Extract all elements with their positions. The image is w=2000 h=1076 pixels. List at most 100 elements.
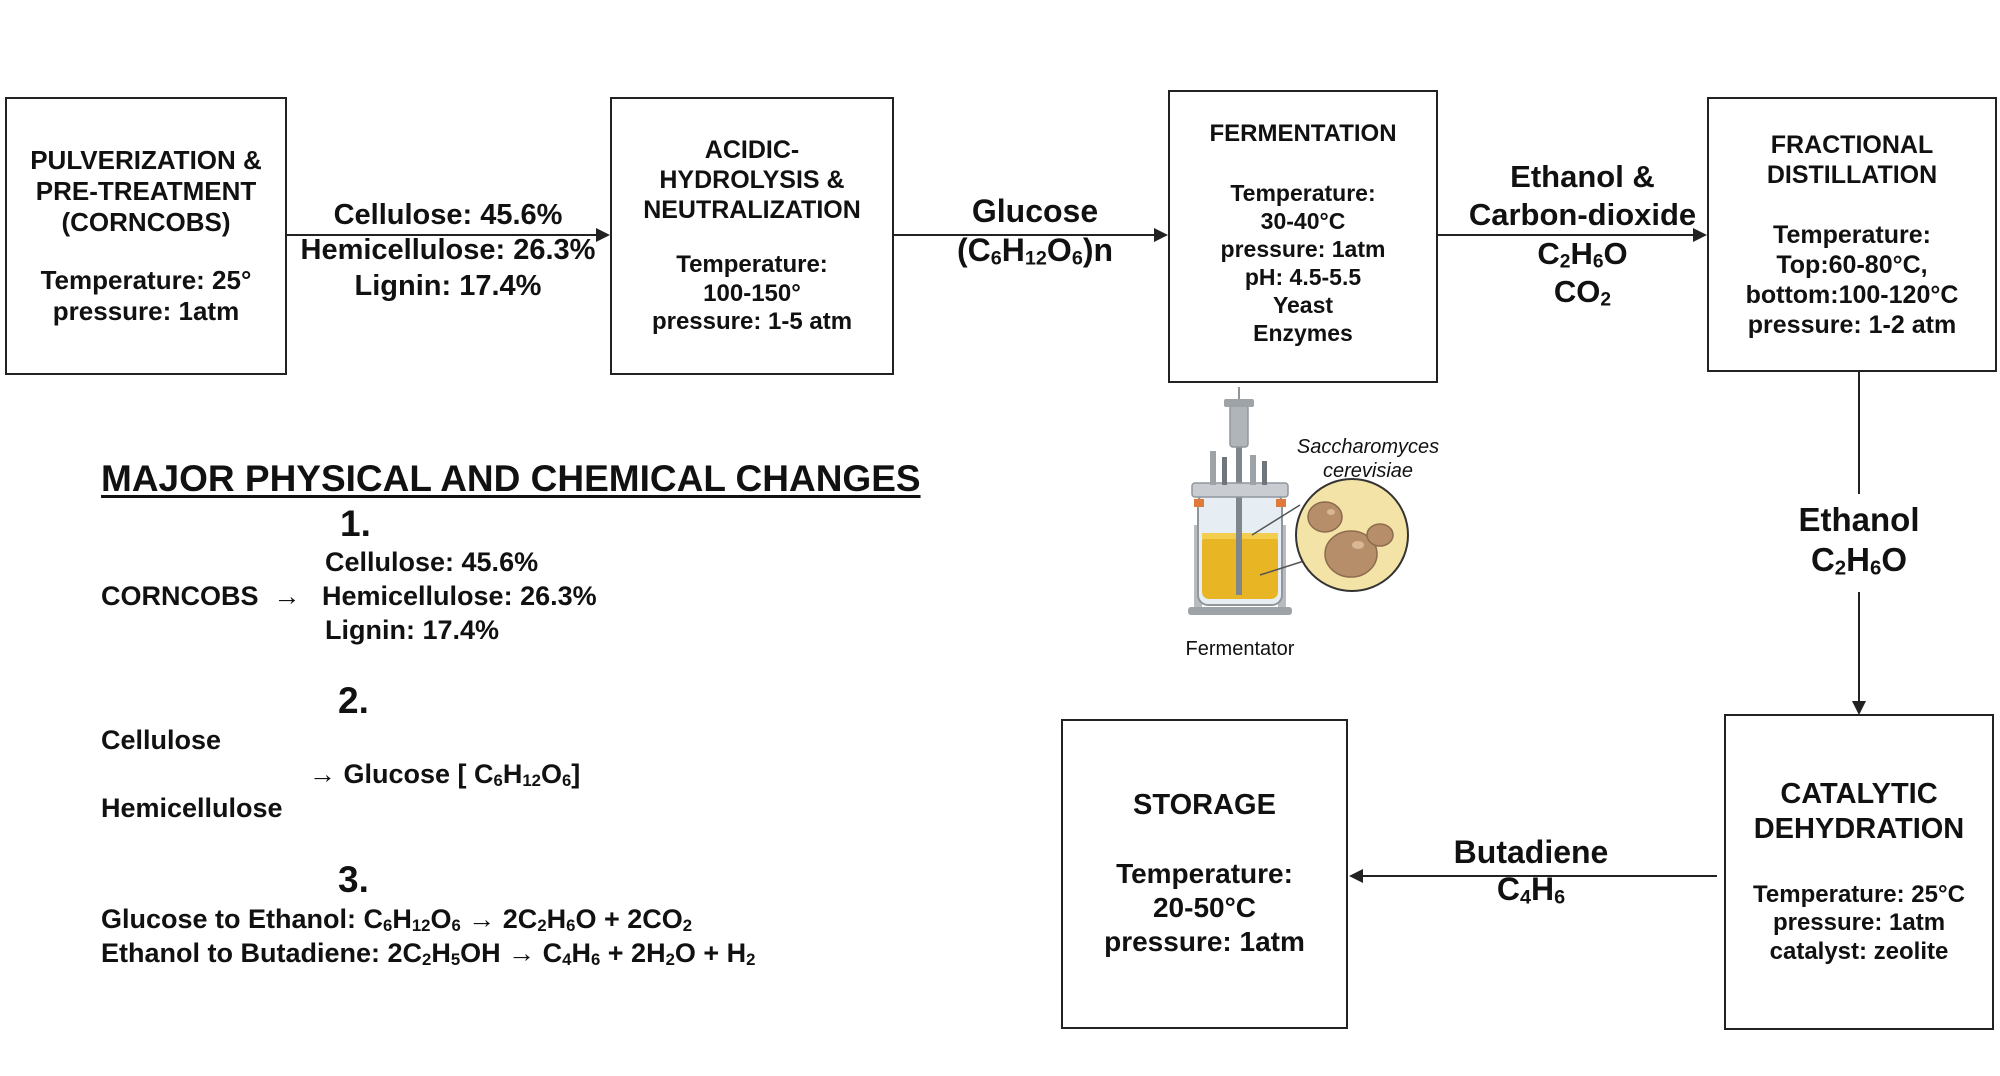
title-line: DISTILLATION [1766,160,1938,189]
label-formula: C2H6O [1810,541,1908,580]
box-fermentation-title: FERMENTATION [1209,120,1396,149]
fermentator-shaft [1236,445,1242,595]
box-hydrolysis-title: ACIDIC- HYDROLYSIS & NEUTRALIZATION [643,135,861,225]
prop-line: Temperature: [1116,858,1293,890]
box-distillation: FRACTIONAL DISTILLATION Temperature: Top… [1707,97,1997,372]
step-2-input: Hemicellulose [101,793,283,823]
magnifier-line [1259,560,1305,576]
box-pulverization-title: PULVERIZATION & PRE-TREATMENT (CORNCOBS) [30,145,262,239]
prop-line: Temperature: [676,250,828,278]
box-hydrolysis: ACIDIC- HYDROLYSIS & NEUTRALIZATION Temp… [610,97,894,375]
prop-line: Enzymes [1253,320,1353,347]
arrow-label-composition: Cellulose: 45.6% Hemicellulose: 26.3% Li… [290,198,606,304]
step-3-equation: Glucose to Ethanol: C6H12O6 → 2C2H6O + 2… [101,904,693,935]
label-line: Lignin: 17.4% [354,269,542,302]
title-line: NEUTRALIZATION [643,195,861,224]
prop-line: pressure: 1atm [1220,235,1386,262]
arrow-pulverization-to-hydrolysis [287,234,597,236]
yeast-cell [1366,523,1394,547]
step-2-product: → Glucose [ C6H12O6] [309,759,581,790]
fermentator-probe [1250,455,1256,485]
arrowhead-left-icon [1349,869,1363,883]
prop-line: 30-40°C [1260,207,1346,234]
arrow-distillation-to-dehydration-bottom [1858,592,1860,702]
prop-line: pressure: 1atm [1772,909,1946,937]
arrow-label-ethanol: Ethanol C2H6O [1759,500,1959,581]
fermentator-illustration [1188,387,1409,615]
product-line: Hemicellulose: 26.3% [322,580,597,611]
title-line: DEHYDRATION [1753,812,1965,845]
label-line: Ethanol & [1510,159,1655,194]
label-line: Hemicellulose: 26.3% [300,234,596,267]
box-fermentation-props: Temperature: 30-40°C pressure: 1atm pH: … [1221,179,1386,347]
box-storage-title: STORAGE [1133,788,1276,823]
organism-label: Saccharomyces cerevisiae [1268,435,1468,483]
prop-line: Temperature: [1773,220,1931,249]
title-line: FRACTIONAL [1770,130,1934,159]
prop-line: catalyst: zeolite [1769,938,1949,966]
label-formula: C4H6 [1496,870,1566,909]
yeast-cell [1307,501,1343,533]
prop-line: pressure: 1atm [1104,926,1305,958]
product-line: Cellulose: 45.6% [325,547,539,577]
label-line: Carbon-dioxide [1468,197,1697,233]
box-dehydration-title: CATALYTIC DEHYDRATION [1754,777,1965,847]
prop-line: pH: 4.5-5.5 [1244,263,1362,290]
arrowhead-down-icon [1852,701,1866,715]
prop-line: pressure: 1-2 atm [1747,310,1957,339]
magnifier-line [1251,504,1301,536]
arrow-dehydration-to-storage [1362,875,1717,877]
organism-line: Saccharomyces [1296,436,1440,458]
box-distillation-props: Temperature: Top:60-80°C, bottom:100-120… [1746,220,1959,340]
step-1-source: CORNCOBS → [101,581,301,611]
box-fermentation: FERMENTATION Temperature: 30-40°C pressu… [1168,90,1438,383]
fermentator-probe [1222,457,1227,485]
label-line: Cellulose: 45.6% [333,199,563,231]
prop-line: Yeast [1272,291,1334,318]
arrow-label-glucose: Glucose (C6H12O6)n [930,192,1140,270]
title-line: CATALYTIC [1780,778,1938,810]
yeast-cell-spot [1327,509,1335,515]
fermentator-probe [1210,451,1216,485]
box-pulverization: PULVERIZATION & PRE-TREATMENT (CORNCOBS)… [5,97,287,375]
prop-line: pressure: 1atm [52,295,240,326]
fermentator-caption: Fermentator [1185,638,1295,660]
arrow-distillation-to-dehydration-top [1858,372,1860,494]
changes-title: MAJOR PHYSICAL AND CHEMICAL CHANGES [101,458,921,499]
step-3-number: 3. [338,859,369,900]
title-line: FERMENTATION [1209,120,1397,147]
fermentator-probe [1262,461,1267,485]
box-dehydration: CATALYTIC DEHYDRATION Temperature: 25°C … [1724,714,1994,1030]
prop-line: Temperature: 25°C [1753,880,1965,908]
label-formula: C2H6O [1537,235,1628,273]
prop-line: bottom:100-120°C [1745,280,1959,309]
prop-line: pressure: 1-5 atm [651,308,853,336]
title-line: HYDROLYSIS & [659,165,845,194]
fermentator-base [1188,607,1292,615]
step-1-number: 1. [340,503,371,544]
title-line: PRE-TREATMENT [35,176,257,207]
label-line: Butadiene [1453,834,1609,870]
title-line: STORAGE [1133,789,1276,822]
title-line: ACIDIC- [704,135,800,164]
prop-line: Temperature: 25° [40,264,252,295]
organism-line: cerevisiae [1322,460,1414,482]
prop-line: Temperature: [1230,179,1376,206]
arrowhead-right-icon [596,228,610,242]
box-pulverization-props: Temperature: 25° pressure: 1atm [41,265,252,327]
step-2-number: 2. [338,680,369,721]
fermentator-clamp [1194,499,1204,507]
arrowhead-right-icon [1154,228,1168,242]
fermentator-clamp [1276,499,1286,507]
arrow-label-ethanol-co2: Ethanol & Carbon-dioxide C2H6O CO2 [1450,158,1715,312]
fermentator-motor [1229,404,1249,448]
arrow-label-butadiene: Butadiene C4H6 [1431,834,1631,908]
arrow-fermentation-to-distillation [1438,234,1694,236]
box-hydrolysis-props: Temperature: 100-150° pressure: 1-5 atm [652,251,852,337]
prop-line: Top:60-80°C, [1776,250,1928,279]
yeast-cell [1324,530,1378,578]
box-storage: STORAGE Temperature: 20-50°C pressure: 1… [1061,719,1348,1029]
box-dehydration-props: Temperature: 25°C pressure: 1atm catalys… [1753,881,1965,967]
step-3-equation: Ethanol to Butadiene: 2C2H5OH → C4H6 + 2… [101,938,756,969]
box-storage-props: Temperature: 20-50°C pressure: 1atm [1104,857,1305,959]
